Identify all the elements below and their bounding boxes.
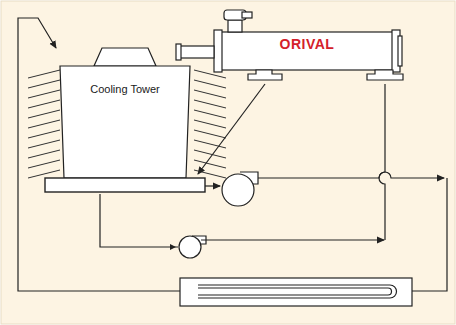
louvre-line bbox=[194, 110, 226, 118]
outlet-flange bbox=[248, 70, 282, 80]
flush-pipe-end bbox=[176, 44, 181, 60]
louvre-line bbox=[194, 120, 226, 128]
small-pump bbox=[179, 236, 206, 258]
tower-body bbox=[60, 66, 190, 178]
louvre-line bbox=[28, 70, 60, 78]
inlet-flange bbox=[367, 70, 403, 80]
cooling-tower: Cooling Tower bbox=[44, 46, 206, 194]
valve-body bbox=[228, 20, 242, 32]
louvre-line bbox=[28, 120, 60, 128]
louvre-line bbox=[194, 140, 226, 148]
louvre-line bbox=[28, 140, 60, 148]
tower-basin bbox=[45, 178, 205, 192]
louvre-line bbox=[194, 80, 226, 88]
louvre-line bbox=[194, 90, 226, 98]
louvre-line bbox=[194, 160, 226, 168]
filter-end-cap bbox=[214, 30, 222, 72]
louvre-line bbox=[28, 130, 60, 138]
valve-lever bbox=[242, 12, 252, 18]
orival-filter: ORIVAL bbox=[212, 8, 402, 84]
heat-exchanger bbox=[180, 278, 412, 306]
louvre-line bbox=[194, 170, 226, 178]
node-label: Cooling Tower bbox=[82, 46, 168, 97]
louvre-line bbox=[28, 80, 60, 88]
arrow-head bbox=[377, 237, 385, 244]
louvre-line bbox=[194, 100, 226, 108]
louvre-line bbox=[28, 150, 60, 158]
pipe-connector bbox=[198, 84, 265, 174]
louvre-line bbox=[28, 110, 60, 118]
louvre-line bbox=[194, 150, 226, 158]
louvre-line bbox=[28, 90, 60, 98]
big-pump bbox=[222, 172, 258, 206]
louvre-line bbox=[28, 170, 60, 178]
louvre-line bbox=[28, 100, 60, 108]
tower-fan-cowl bbox=[94, 48, 156, 66]
flush-pipe bbox=[180, 46, 214, 58]
arrow-head bbox=[170, 244, 176, 250]
filter-end-plate bbox=[398, 36, 402, 66]
pipe-line bbox=[198, 84, 265, 174]
node-outline bbox=[44, 46, 206, 194]
louvre-line bbox=[28, 160, 60, 168]
main-loop bbox=[18, 18, 447, 291]
louvre-line bbox=[194, 130, 226, 138]
node-label: ORIVAL bbox=[212, 8, 402, 52]
